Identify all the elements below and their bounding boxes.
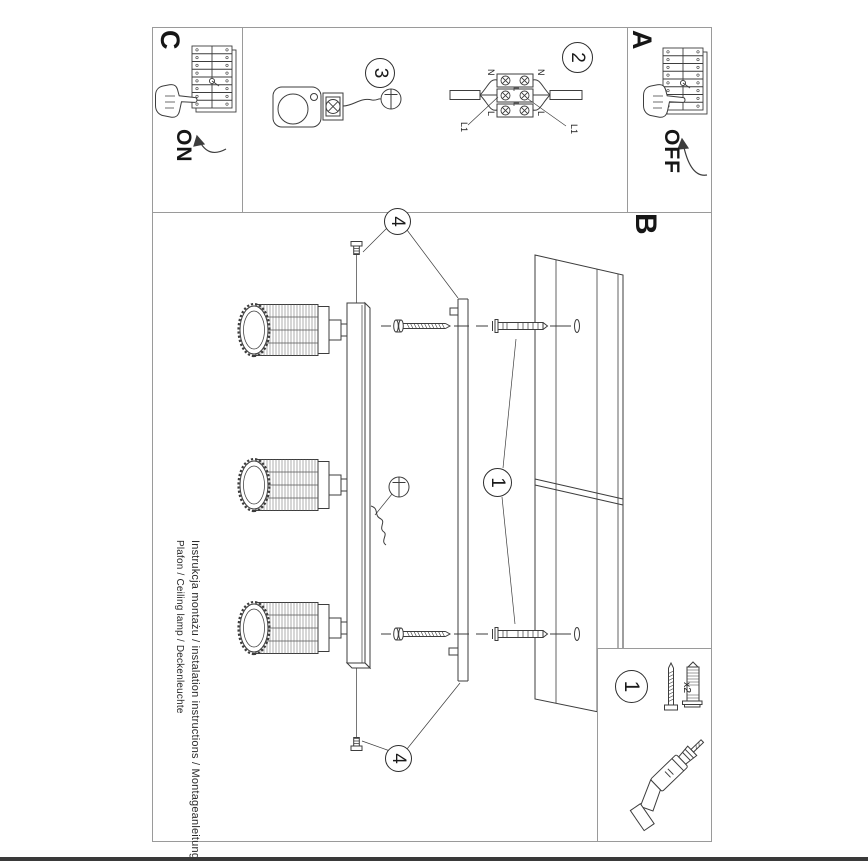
line-art <box>152 27 712 842</box>
lamp-cable <box>370 505 387 546</box>
wire-neutral-bottom: N <box>486 69 496 76</box>
ceiling-boards <box>534 254 624 718</box>
lamp-bar <box>345 301 372 670</box>
leader-lines <box>356 226 517 752</box>
step-1-badge-main: 1 <box>483 468 512 497</box>
wire-switched-top: L1 <box>569 124 579 135</box>
wire-live-bottom: L <box>486 111 496 117</box>
step-3-badge: 3 <box>365 58 395 88</box>
step-4-badge-left: 4 <box>384 208 411 235</box>
section-c-label: C <box>155 30 185 50</box>
step-1-badge-parts: 1 <box>615 670 648 703</box>
step-2-badge: 2 <box>562 42 593 73</box>
shade-2 <box>237 457 349 513</box>
page-frame <box>152 27 712 842</box>
end-screw-left <box>350 241 363 255</box>
step-a-switch-off-figure <box>643 47 708 176</box>
shade-1 <box>237 302 349 358</box>
step-c-switch-on-figure <box>155 45 237 154</box>
wire-live-top: L <box>536 111 546 117</box>
instruction-sheet: A OFF 2 N N L L L1 L1 3 C ON B 1 4 4 1 x… <box>152 27 712 859</box>
shade-3 <box>237 600 349 656</box>
parts-screw-and-plug <box>664 661 703 711</box>
wire-neutral-top: N <box>536 69 546 76</box>
wiring-diagram <box>449 73 583 127</box>
end-screw-right <box>350 737 363 751</box>
section-b-label: B <box>629 213 662 235</box>
scan-edge-line <box>0 857 868 861</box>
wire-switched-bottom: L1 <box>459 122 469 133</box>
power-on-label: ON <box>172 129 195 163</box>
bracket-figure <box>272 86 402 128</box>
section-a-label: A <box>627 30 657 50</box>
power-off-label: OFF <box>660 129 683 174</box>
footer-title: Instrukcja montażu / instalation instruc… <box>189 540 201 860</box>
mounting-strip <box>448 298 469 682</box>
drill-figure <box>629 739 705 832</box>
step-4-badge-right: 4 <box>385 745 412 772</box>
anchor-quantity: x2 <box>681 682 693 694</box>
footer-subtitle: Plafon / Ceiling lamp / Deckenleuchte <box>174 540 185 714</box>
